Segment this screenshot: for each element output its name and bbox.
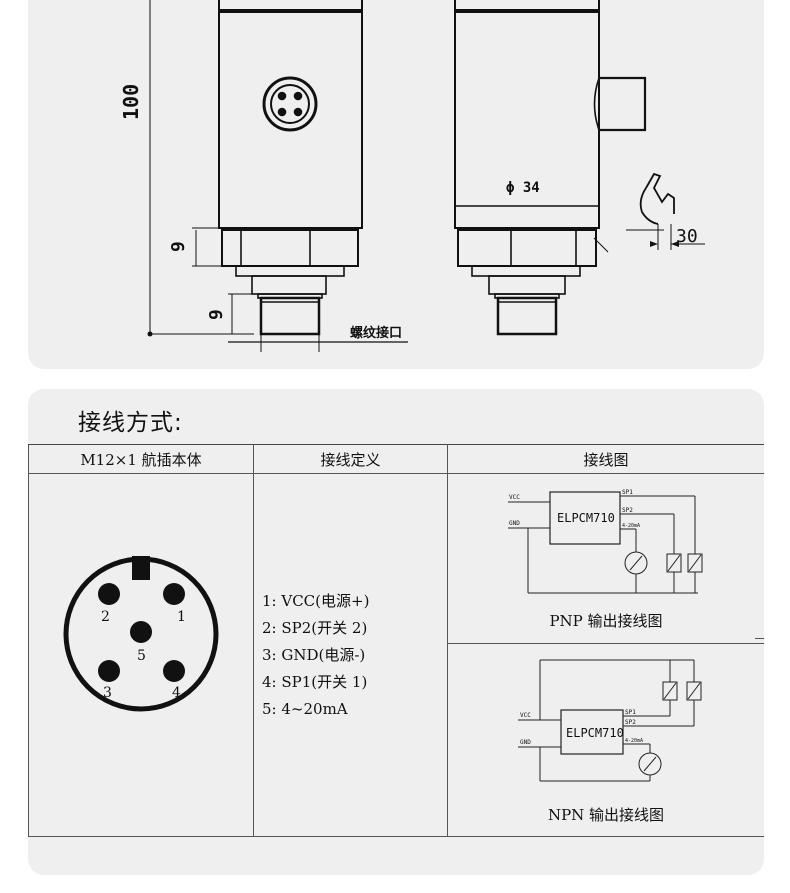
pnp-gnd-label: GND bbox=[509, 520, 520, 527]
side-view bbox=[454, 0, 705, 336]
pin-definition-5: 5: 4~20mA bbox=[262, 699, 348, 718]
header-wiring-diagram: 接线图 bbox=[447, 444, 764, 474]
pin-label-3: 3 bbox=[103, 685, 112, 701]
m12-connector-pinout: 1 2 3 4 5 bbox=[63, 556, 219, 712]
dimension-drawing-card: 100 9 9 ϕ 34 30 螺纹接口 bbox=[28, 0, 764, 369]
pin-1 bbox=[163, 583, 185, 605]
wiring-title: 接线方式: bbox=[78, 410, 183, 436]
npn-schematic: VCC GND SP1 SP2 4-20mA ELPCM710 bbox=[518, 659, 702, 782]
front-view bbox=[148, 0, 408, 352]
pnp-caption: PNP 输出接线图 bbox=[549, 612, 663, 630]
connector-cell: 1 2 3 4 5 bbox=[28, 473, 254, 837]
pnp-sp2-label: SP2 bbox=[622, 507, 633, 514]
pnp-chip-label: ELPCM710 bbox=[557, 511, 615, 525]
pin-definition-2: 2: SP2(开关 2) bbox=[262, 618, 368, 637]
pin-definition-3: 3: GND(电源-) bbox=[262, 645, 366, 664]
wiring-card: 接线方式: M12×1 航插本体 接线定义 接线图 1 bbox=[28, 389, 764, 875]
divider-fragment bbox=[755, 638, 764, 639]
wrench-size-label: 30 bbox=[676, 226, 698, 247]
thread-interface-label: 螺纹接口 bbox=[350, 325, 402, 341]
pin-definition-4: 4: SP1(开关 1) bbox=[262, 672, 368, 691]
pnp-vcc-label: VCC bbox=[509, 494, 520, 501]
npn-sp2-label: SP2 bbox=[625, 719, 636, 726]
npn-sp1-label: SP1 bbox=[625, 709, 636, 716]
diagram-cell: VCC GND SP1 SP2 4-20mA ELPCM710 PNP 输出接线… bbox=[447, 473, 764, 837]
pin-2 bbox=[98, 583, 120, 605]
pnp-analog-label: 4-20mA bbox=[622, 523, 640, 529]
pnp-schematic: VCC GND SP1 SP2 4-20mA ELPCM710 bbox=[508, 489, 703, 594]
npn-diagram: VCC GND SP1 SP2 4-20mA ELPCM710 NPN 输出接线… bbox=[448, 644, 764, 834]
header-wiring-definition: 接线定义 bbox=[253, 444, 448, 474]
definition-cell: 1: VCC(电源+) 2: SP2(开关 2) 3: GND(电源-) 4: … bbox=[253, 473, 448, 837]
pnp-diagram: VCC GND SP1 SP2 4-20mA ELPCM710 PNP 输出接线… bbox=[448, 476, 764, 644]
dim-hex-label: 9 bbox=[168, 241, 189, 252]
dimension-drawing: 100 9 9 ϕ 34 30 螺纹接口 bbox=[119, 0, 705, 352]
pin-definition-1: 1: VCC(电源+) bbox=[262, 591, 370, 610]
pin-5 bbox=[130, 621, 152, 643]
pin-label-1: 1 bbox=[177, 609, 186, 625]
dim-thread-label: 9 bbox=[206, 309, 227, 320]
npn-vcc-label: VCC bbox=[520, 712, 531, 719]
wrench-icon bbox=[645, 172, 675, 214]
pin-4 bbox=[163, 660, 185, 682]
npn-gnd-label: GND bbox=[520, 739, 531, 746]
pin-label-5: 5 bbox=[137, 648, 146, 664]
pin-3 bbox=[98, 660, 120, 682]
npn-caption: NPN 输出接线图 bbox=[547, 806, 665, 824]
diameter-label: ϕ 34 bbox=[506, 180, 540, 196]
dim-height-label: 100 bbox=[119, 84, 143, 120]
key-notch bbox=[132, 556, 150, 580]
npn-analog-label: 4-20mA bbox=[625, 738, 643, 744]
pnp-sp1-label: SP1 bbox=[622, 489, 633, 496]
connector-icon bbox=[262, 76, 318, 132]
wiring-table: M12×1 航插本体 接线定义 接线图 1 2 3 bbox=[28, 444, 764, 837]
header-connector-body: M12×1 航插本体 bbox=[28, 444, 254, 474]
pin-definition-list: 1: VCC(电源+) 2: SP2(开关 2) 3: GND(电源-) 4: … bbox=[254, 588, 447, 723]
pin-label-2: 2 bbox=[101, 609, 110, 625]
npn-chip-label: ELPCM710 bbox=[566, 726, 624, 740]
pin-label-4: 4 bbox=[172, 685, 181, 701]
